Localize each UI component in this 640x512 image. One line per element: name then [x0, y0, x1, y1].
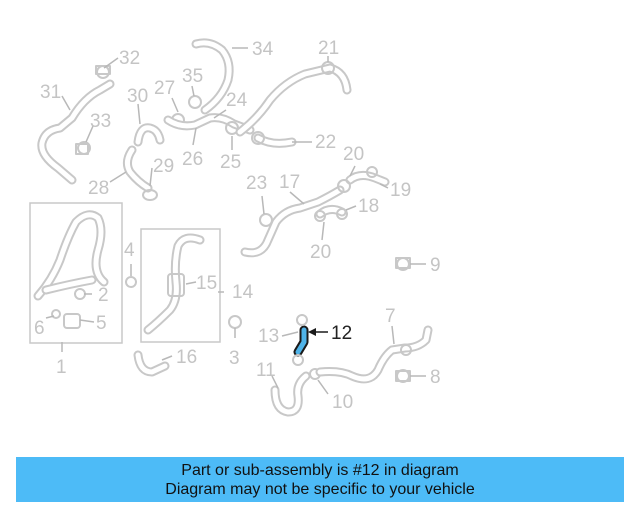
label-9: 9 — [430, 255, 441, 276]
label-20-top: 20 — [343, 144, 364, 165]
label-30: 30 — [127, 86, 148, 107]
hose-18 — [315, 204, 347, 219]
label-25: 25 — [220, 152, 241, 173]
clamp-7 — [400, 344, 412, 356]
hose-30 — [133, 123, 165, 147]
label-7: 7 — [385, 306, 396, 327]
hose-12-highlighted[interactable] — [293, 325, 309, 357]
label-14: 14 — [232, 282, 254, 303]
label-8: 8 — [430, 367, 441, 388]
hose-22 — [253, 133, 297, 148]
label-13: 13 — [258, 326, 279, 347]
label-26: 26 — [182, 149, 203, 170]
label-1: 1 — [56, 357, 67, 378]
label-27: 27 — [154, 78, 175, 99]
parts-diagram: 32 31 33 28 30 29 27 35 34 26 25 24 21 2… — [29, 38, 441, 417]
label-21: 21 — [318, 38, 339, 59]
clamp-6 — [51, 309, 61, 319]
clamp-23 — [259, 213, 273, 227]
label-18: 18 — [358, 196, 379, 217]
clamp-4 — [125, 276, 137, 288]
clamp-22 — [251, 131, 265, 145]
label-5: 5 — [96, 313, 107, 334]
banner-line-1: Part or sub-assembly is #12 in diagram — [181, 461, 459, 479]
hose-1 — [33, 210, 109, 301]
pipe-17 — [240, 185, 345, 258]
label-16: 16 — [176, 347, 197, 368]
clamp-2 — [74, 288, 86, 300]
label-29: 29 — [153, 156, 174, 177]
label-28: 28 — [88, 178, 109, 199]
pipe-21 — [235, 63, 352, 137]
assembly-box-1 — [29, 202, 123, 344]
label-20-bottom: 20 — [310, 242, 331, 263]
label-31: 31 — [40, 82, 61, 103]
pipe-7 — [315, 325, 433, 384]
label-32: 32 — [119, 48, 140, 69]
hose-24-26 — [163, 113, 255, 135]
label-11: 11 — [256, 360, 276, 381]
label-22: 22 — [315, 132, 336, 153]
hose-34 — [191, 38, 234, 115]
hose-19 — [345, 170, 390, 187]
clamp-13 — [292, 314, 308, 366]
label-34: 34 — [252, 39, 274, 60]
hose-14 — [143, 233, 205, 335]
clamp-35 — [188, 95, 202, 109]
clamp-33 — [75, 141, 91, 155]
label-19: 19 — [390, 180, 411, 201]
clamp-3 — [228, 315, 242, 329]
fitting-15 — [167, 273, 185, 297]
fitting-5 — [63, 313, 81, 329]
callout-12-arrow — [308, 328, 328, 336]
clamp-32 — [95, 65, 111, 79]
banner-line-2: Diagram may not be specific to your vehi… — [165, 480, 475, 498]
clamp-20b — [314, 208, 348, 222]
label-10: 10 — [332, 392, 353, 413]
label-3: 3 — [229, 348, 240, 369]
clamp-29 — [142, 189, 158, 201]
label-12-highlighted[interactable]: 12 — [331, 323, 352, 344]
label-24: 24 — [226, 90, 248, 111]
label-2: 2 — [98, 285, 109, 306]
label-15: 15 — [196, 273, 217, 294]
assembly-box-14 — [140, 228, 221, 343]
hose-28 — [122, 145, 153, 193]
hose-31 — [37, 79, 115, 185]
label-35: 35 — [182, 66, 203, 87]
info-banner: Part or sub-assembly is #12 in diagram D… — [16, 457, 624, 502]
clamp-8 — [395, 369, 411, 383]
label-6: 6 — [34, 318, 45, 339]
label-17: 17 — [279, 172, 300, 193]
label-33: 33 — [90, 111, 111, 132]
hose-16 — [133, 350, 170, 377]
label-23: 23 — [246, 173, 267, 194]
clamp-9 — [395, 257, 411, 271]
hose-11 — [270, 371, 311, 417]
label-4: 4 — [124, 240, 135, 261]
clamp-20a — [337, 166, 378, 193]
